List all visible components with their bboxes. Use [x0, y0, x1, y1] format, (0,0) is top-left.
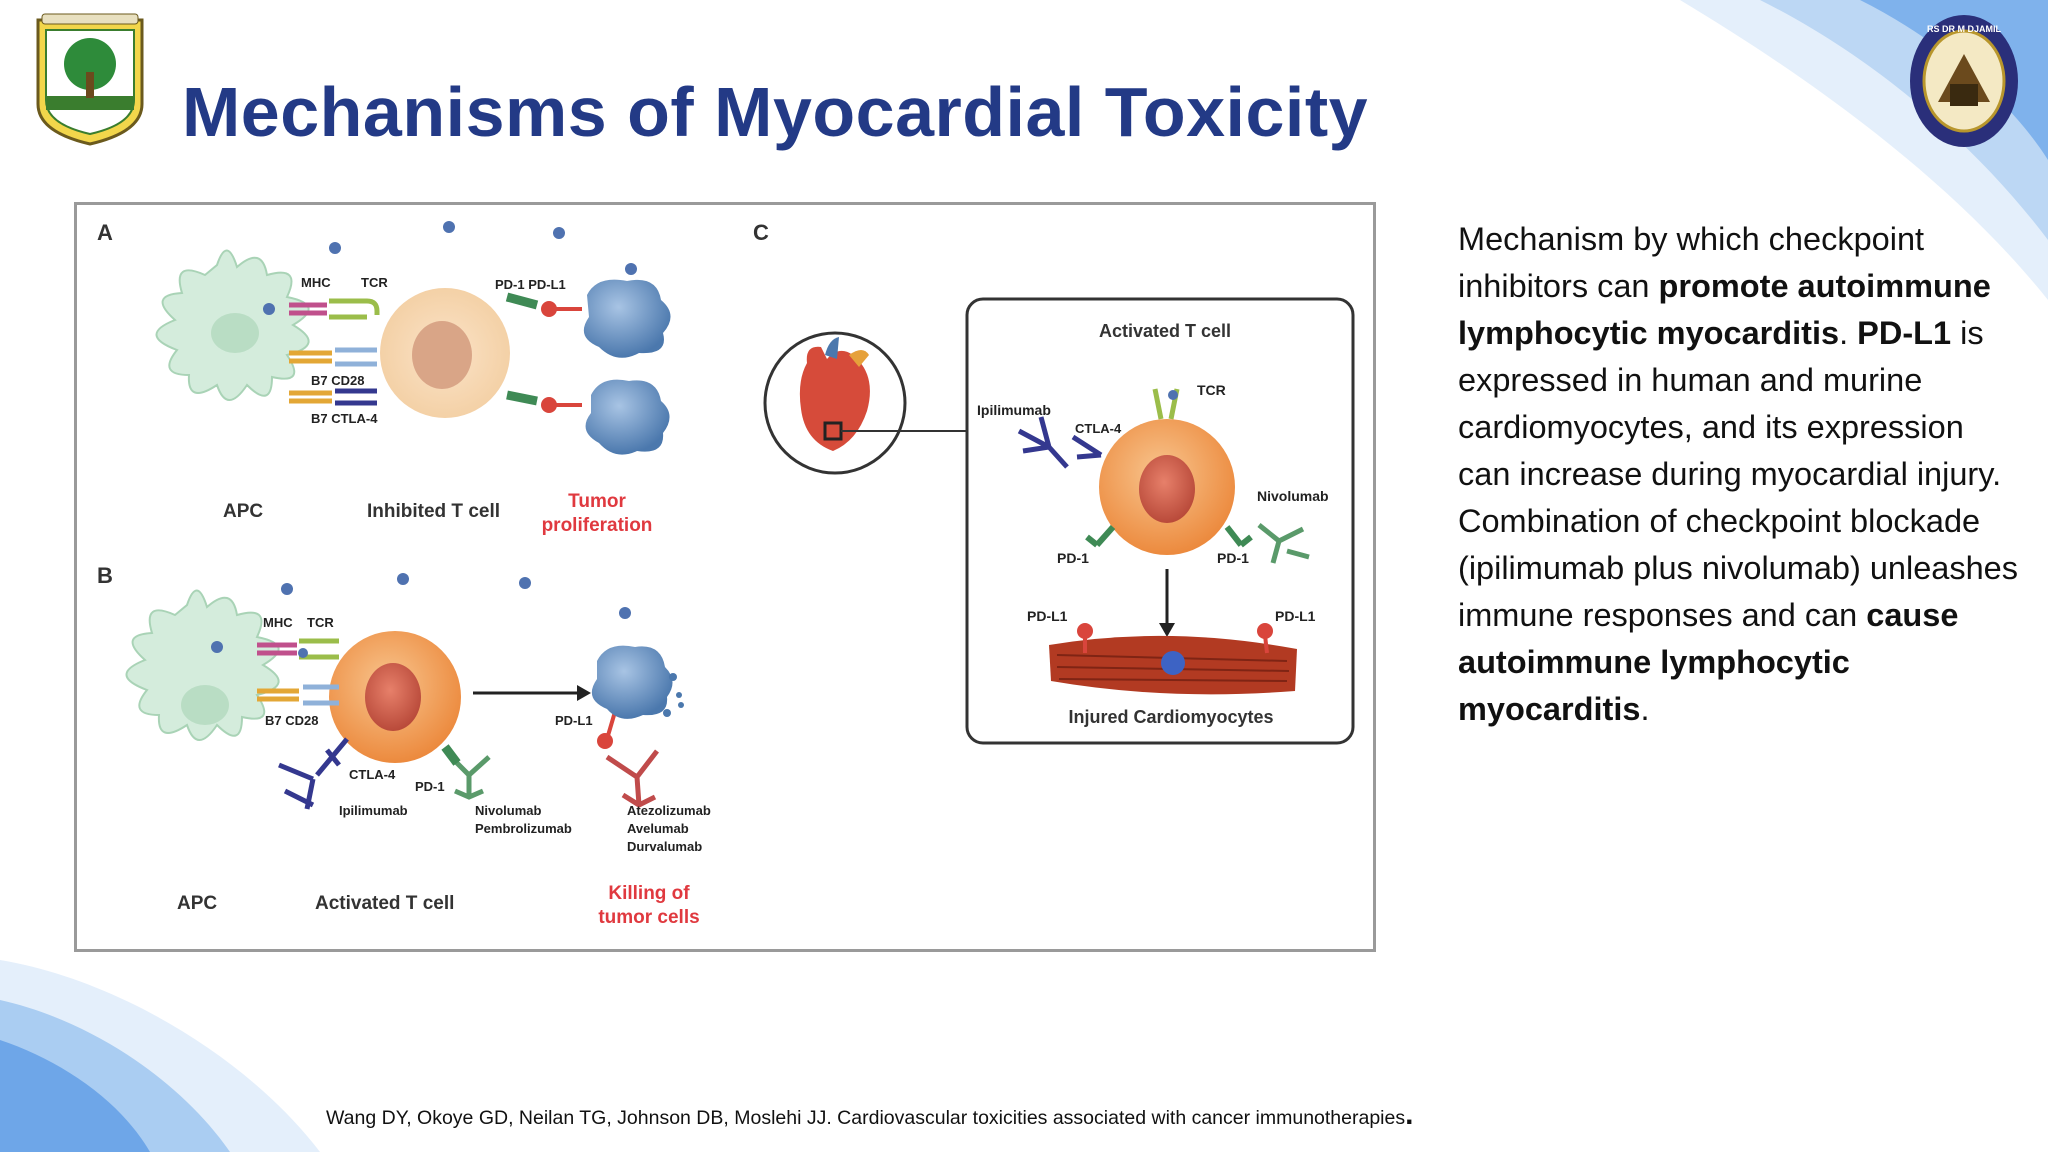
apc-cell-a — [155, 249, 310, 401]
cytokine-dots-b — [211, 573, 631, 658]
label-pd1-b: PD-1 — [415, 779, 445, 794]
label-tcr-c: TCR — [1197, 382, 1226, 398]
side-text-bold-1: promote autoimmune lymphocytic myocardit… — [1458, 268, 1991, 351]
side-text-4: . — [1640, 691, 1650, 727]
pd1-pdl1-binding-a — [505, 292, 582, 413]
mechanism-diagram: A B C — [97, 220, 1355, 928]
antibody-nivolumab-b — [441, 744, 491, 800]
antibody-atezolizumab-b — [605, 749, 659, 808]
side-description: Mechanism by which checkpoint inhibitors… — [1458, 216, 2018, 733]
apc-cell-b — [125, 589, 280, 741]
label-injured-cardiomyocytes: Injured Cardiomyocytes — [1068, 707, 1273, 727]
label-tcr-a: TCR — [361, 275, 388, 290]
label-pembrolizumab-b: Pembrolizumab — [475, 821, 572, 836]
label-ipilimumab-c: Ipilimumab — [977, 402, 1051, 418]
antibody-ipilimumab-c — [1017, 416, 1103, 469]
label-mhc-a: MHC — [301, 275, 331, 290]
slide-title: Mechanisms of Myocardial Toxicity — [182, 73, 1369, 151]
side-text-bold-3: cause autoimmune lymphocytic myocarditis — [1458, 597, 1959, 727]
side-text-bold-2: PD-L1 — [1857, 315, 1952, 351]
cytokine-dots-a — [263, 221, 637, 315]
hospital-seal-icon: RS DR M DJAMIL — [1910, 15, 2018, 147]
figure-panel: A B C — [74, 202, 1376, 952]
label-ctla4-b: CTLA-4 — [349, 767, 396, 782]
label-tumor-a-line2: proliferation — [542, 515, 653, 536]
label-apc-b: APC — [177, 893, 217, 914]
label-box-title: Activated T cell — [1099, 321, 1231, 341]
side-text-1: Mechanism by which checkpoint inhibitors… — [1458, 221, 1925, 304]
activated-t-cell-b — [329, 631, 461, 763]
label-apc-a: APC — [223, 501, 263, 522]
label-tumor-a-line1: Tumor — [568, 491, 626, 512]
inhibited-t-cell — [380, 288, 510, 418]
pdl1-tumor-b — [591, 645, 684, 749]
panel-c-letter: C — [753, 220, 769, 245]
label-mhc-b: MHC — [263, 615, 293, 630]
label-inhibited-t-cell: Inhibited T cell — [367, 501, 500, 522]
side-text-2: . — [1839, 315, 1858, 351]
receptor-pairs-b — [257, 638, 339, 706]
activation-arrow — [473, 685, 591, 701]
label-b7-cd28-b: B7 CD28 — [265, 713, 318, 728]
receptor-pairs-a — [289, 298, 380, 406]
label-killing-line2: tumor cells — [598, 907, 699, 928]
label-pd1-right-c: PD-1 — [1217, 550, 1249, 566]
antibody-nivolumab-c — [1257, 523, 1310, 564]
svg-text:RS DR M DJAMIL: RS DR M DJAMIL — [1927, 24, 2002, 34]
panel-a-letter: A — [97, 220, 113, 245]
side-text-3: is expressed in human and murine cardiom… — [1458, 315, 2018, 633]
tcr-receptor-c — [1152, 388, 1180, 420]
label-ipilimumab-b: Ipilimumab — [339, 803, 408, 818]
pd1-receptors-c — [1085, 525, 1253, 548]
tree-emblem-icon — [36, 13, 144, 146]
citation-text: Wang DY, Okoye GD, Neilan TG, Johnson DB… — [326, 1107, 1406, 1129]
activated-t-cell-c — [1099, 419, 1235, 555]
cardiomyocyte-c — [1049, 623, 1297, 695]
label-pd1-pdl1-a: PD-1 PD-L1 — [495, 277, 566, 292]
citation-end: . — [1405, 1098, 1414, 1131]
label-pd1-left-c: PD-1 — [1057, 550, 1089, 566]
label-ctla4-c: CTLA-4 — [1075, 421, 1122, 436]
label-b7-cd28-a: B7 CD28 — [311, 373, 364, 388]
down-arrow-c — [1159, 569, 1175, 637]
label-killing-line1: Killing of — [608, 883, 690, 904]
label-durvalumab-b: Durvalumab — [627, 839, 702, 854]
label-b7-ctla4-a: B7 CTLA-4 — [311, 411, 378, 426]
label-avelumab-b: Avelumab — [627, 821, 689, 836]
label-tcr-b: TCR — [307, 615, 334, 630]
panel-b-letter: B — [97, 563, 113, 588]
label-pdl1-left-c: PD-L1 — [1027, 608, 1068, 624]
label-atezolizumab-b: Atezolizumab — [627, 803, 711, 818]
antibody-ipilimumab-b — [278, 737, 349, 810]
label-nivolumab-b: Nivolumab — [475, 803, 542, 818]
citation: Wang DY, Okoye GD, Neilan TG, Johnson DB… — [326, 1098, 1413, 1132]
heart-icon — [763, 331, 907, 475]
label-pdl1-b: PD-L1 — [555, 713, 593, 728]
label-activated-t-cell-b: Activated T cell — [315, 893, 454, 914]
label-pdl1-right-c: PD-L1 — [1275, 608, 1316, 624]
tumor-cells-a — [583, 279, 671, 455]
label-nivolumab-c: Nivolumab — [1257, 488, 1329, 504]
